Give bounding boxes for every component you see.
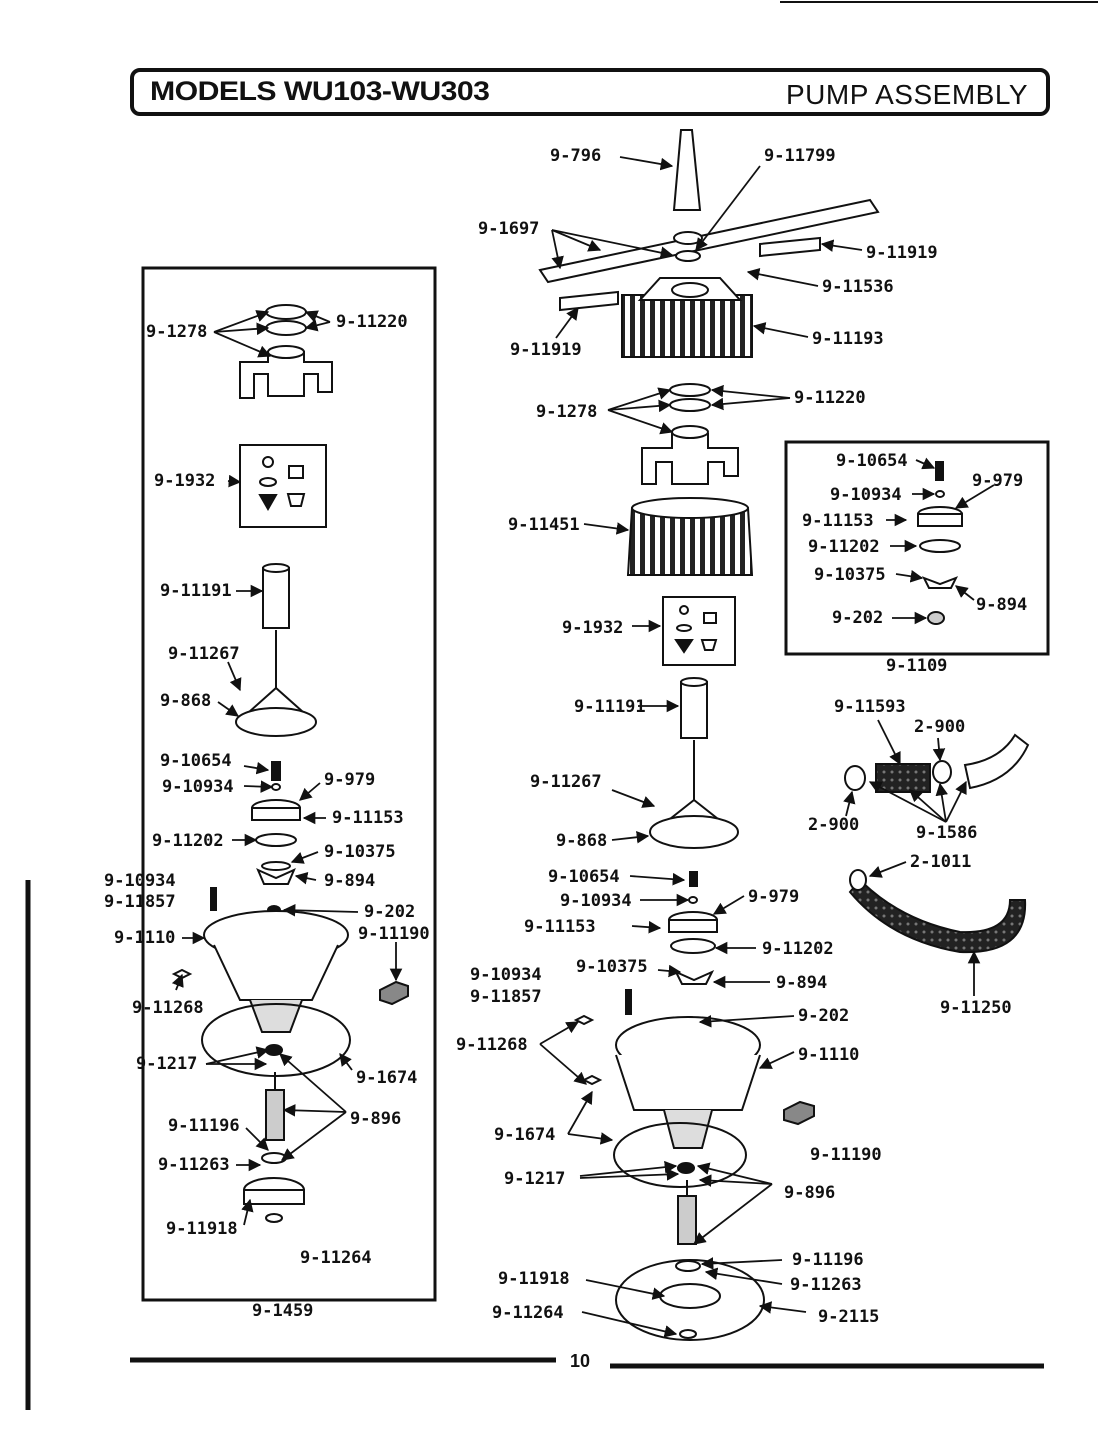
callout-9-1109: 9-1109 (886, 656, 948, 676)
callout-9-11153: 9-11153 (332, 808, 404, 828)
callout-9-1278: 9-1278 (146, 322, 208, 342)
page-number: 10 (570, 1351, 591, 1371)
callout-2-900-upper: 2-900 (914, 717, 966, 737)
callout-9-11919b: 9-11919 (510, 340, 582, 360)
callout-9-2115: 9-2115 (818, 1307, 880, 1327)
callout-9-11919a: 9-11919 (866, 243, 938, 263)
callout-9-11451: 9-11451 (508, 515, 580, 535)
callout-9-1674-center: 9-1674 (494, 1125, 556, 1145)
callout-9-11153-center: 9-11153 (524, 917, 596, 937)
callout-9-10934b: 9-10934 (104, 871, 176, 891)
frame-lines (25, 1, 1098, 1410)
callout-9-894: 9-894 (324, 871, 376, 891)
header-banner: MODELS WU103-WU303 PUMP ASSEMBLY (130, 68, 1050, 116)
callout-9-11268-center: 9-11268 (456, 1035, 528, 1055)
callout-2-900-lower: 2-900 (808, 815, 860, 835)
callout-2-1011: 2-1011 (910, 852, 972, 872)
left-assembly-parts (171, 304, 409, 1223)
callout-9-1217-center: 9-1217 (504, 1169, 566, 1189)
callout-9-896-center: 9-896 (784, 1183, 836, 1203)
callout-9-11190-center: 9-11190 (810, 1145, 882, 1165)
callout-9-894-right: 9-894 (976, 595, 1028, 615)
callout-9-11191-center: 9-11191 (574, 697, 646, 717)
callout-9-11268: 9-11268 (132, 998, 204, 1018)
callout-9-10934: 9-10934 (162, 777, 234, 797)
callout-9-10654-center: 9-10654 (548, 867, 620, 887)
callout-9-894-center: 9-894 (776, 973, 828, 993)
callout-9-11799: 9-11799 (764, 146, 836, 166)
callout-9-1932: 9-1932 (154, 471, 216, 491)
callout-9-202-center: 9-202 (798, 1006, 850, 1026)
callout-9-979-center: 9-979 (748, 887, 800, 907)
callout-9-1217: 9-1217 (136, 1054, 198, 1074)
section-title: PUMP ASSEMBLY (786, 79, 1028, 110)
callout-9-11196: 9-11196 (168, 1116, 240, 1136)
callout-9-10654: 9-10654 (160, 751, 232, 771)
callout-9-10934-right: 9-10934 (830, 485, 902, 505)
callout-9-10375: 9-10375 (324, 842, 396, 862)
callout-9-979-right: 9-979 (972, 471, 1024, 491)
callout-9-11220: 9-11220 (336, 312, 408, 332)
callout-9-11193: 9-11193 (812, 329, 884, 349)
callout-9-1459: 9-1459 (252, 1301, 314, 1321)
callout-9-1586: 9-1586 (916, 823, 978, 843)
callout-9-11267-center: 9-11267 (530, 772, 602, 792)
callout-9-11153-right: 9-11153 (802, 511, 874, 531)
callout-9-202-right: 9-202 (832, 608, 884, 628)
callout-9-11264: 9-11264 (300, 1248, 372, 1268)
callout-9-10375-right: 9-10375 (814, 565, 886, 585)
callout-9-11593: 9-11593 (834, 697, 906, 717)
hose-parts (844, 733, 1030, 954)
callout-9-11190: 9-11190 (358, 924, 430, 944)
callout-9-10654-right: 9-10654 (836, 451, 908, 471)
callout-9-1674: 9-1674 (356, 1068, 418, 1088)
callout-9-1110: 9-1110 (114, 928, 176, 948)
callout-9-10375-center: 9-10375 (576, 957, 648, 977)
callout-9-11264-center: 9-11264 (492, 1303, 564, 1323)
callout-9-10934-center: 9-10934 (560, 891, 632, 911)
callout-9-11536: 9-11536 (822, 277, 894, 297)
right-boxed-parts (917, 461, 963, 625)
callout-9-1932-center: 9-1932 (562, 618, 624, 638)
callout-9-11267: 9-11267 (168, 644, 240, 664)
callout-9-202: 9-202 (364, 902, 416, 922)
callout-9-11857-center: 9-11857 (470, 987, 542, 1007)
callout-9-1278-center: 9-1278 (536, 402, 598, 422)
callout-9-11196-center: 9-11196 (792, 1250, 864, 1270)
callout-9-11250: 9-11250 (940, 998, 1012, 1018)
callout-9-11263-center: 9-11263 (790, 1275, 862, 1295)
callout-9-11191: 9-11191 (160, 581, 232, 601)
callout-9-979: 9-979 (324, 770, 376, 790)
callout-9-868-center: 9-868 (556, 831, 608, 851)
callout-9-11918-center: 9-11918 (498, 1269, 570, 1289)
callout-9-11857: 9-11857 (104, 892, 176, 912)
callout-9-1697: 9-1697 (478, 219, 540, 239)
callout-9-896: 9-896 (350, 1109, 402, 1129)
center-assembly-parts (538, 129, 880, 1341)
callout-9-868: 9-868 (160, 691, 212, 711)
callout-9-11263: 9-11263 (158, 1155, 230, 1175)
callout-9-11202: 9-11202 (152, 831, 224, 851)
callout-9-11918: 9-11918 (166, 1219, 238, 1239)
callout-9-11202-right: 9-11202 (808, 537, 880, 557)
callout-9-10934b-center: 9-10934 (470, 965, 542, 985)
callout-9-1110-center: 9-1110 (798, 1045, 860, 1065)
callout-9-11202-center: 9-11202 (762, 939, 834, 959)
leader-lines (171, 156, 995, 1338)
callout-9-11220-center: 9-11220 (794, 388, 866, 408)
callout-9-796: 9-796 (550, 146, 602, 166)
models-title: MODELS WU103-WU303 (150, 76, 490, 106)
